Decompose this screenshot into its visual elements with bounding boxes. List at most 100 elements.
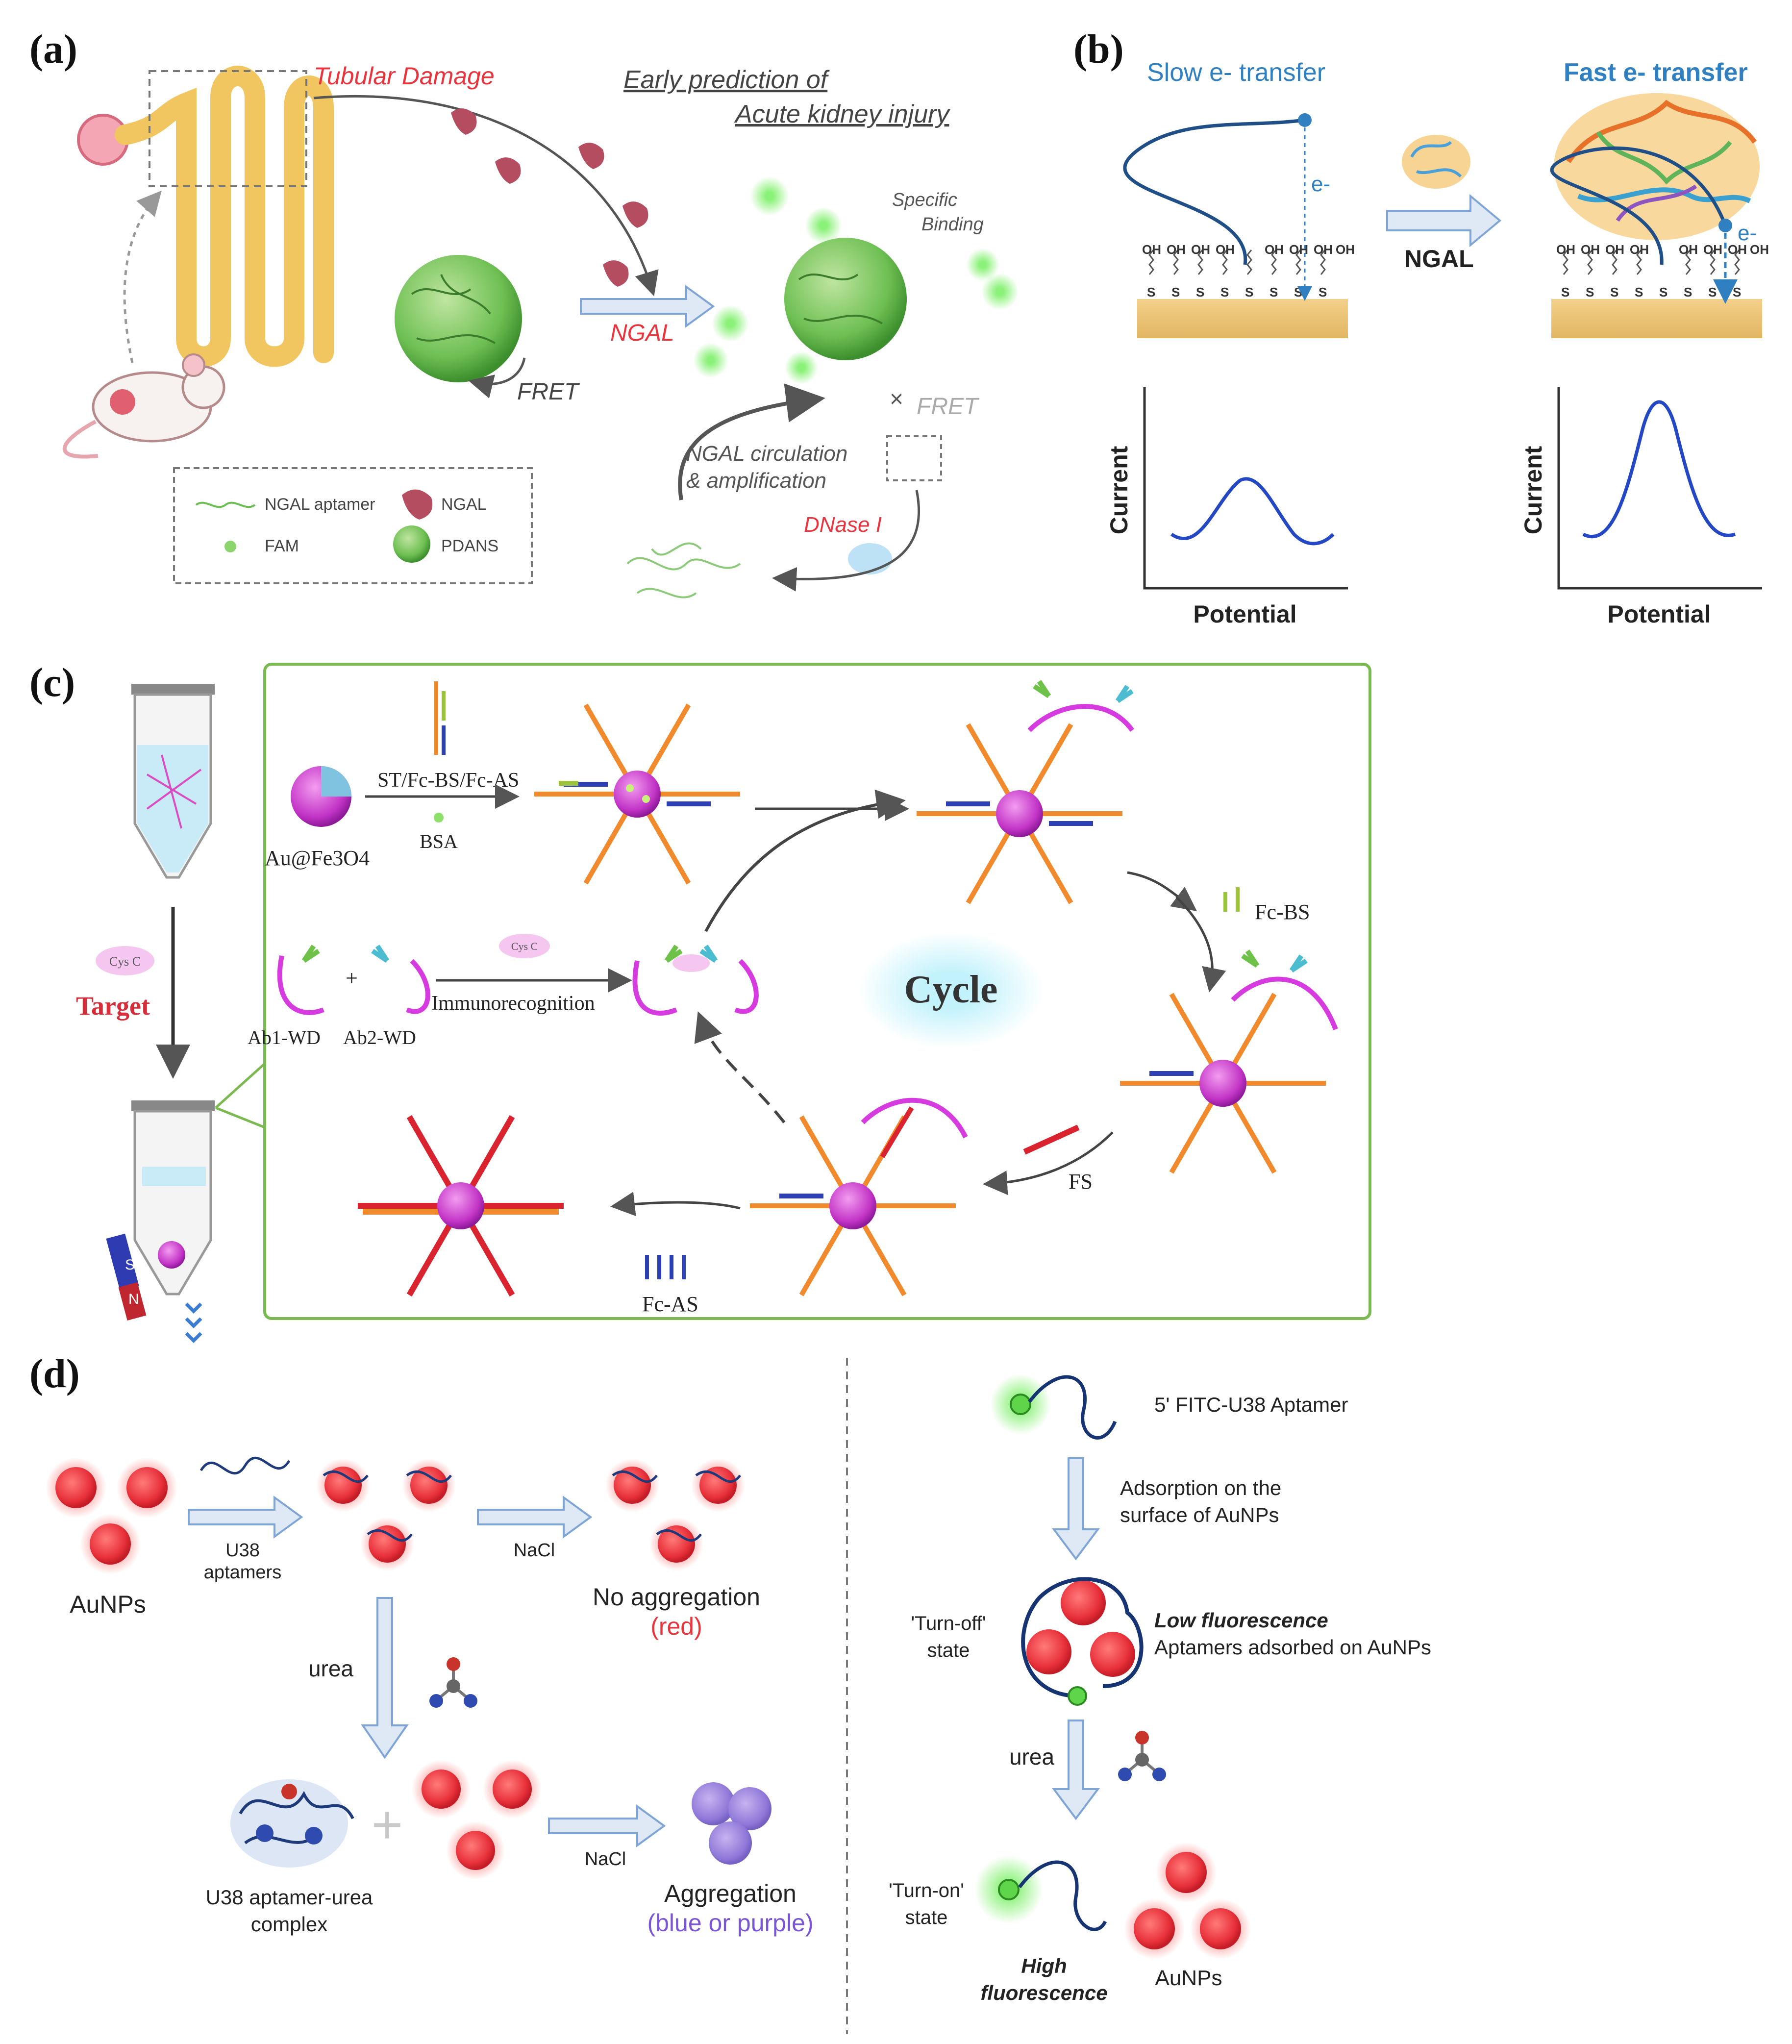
dnase-arrow <box>772 490 921 592</box>
svg-text:OH: OH <box>1581 242 1600 257</box>
svg-text:OH: OH <box>1679 242 1698 257</box>
release-fcas-arrow <box>610 1192 741 1216</box>
turnoff-line1: 'Turn-off' <box>911 1613 986 1634</box>
potential-axis-left: Potential <box>1193 600 1296 628</box>
nacl-arrow-1 <box>477 1496 593 1539</box>
coated-aunps-1 <box>316 1458 456 1571</box>
electron-label-right: e- <box>1738 221 1757 245</box>
dnase-enzyme-icon <box>848 543 892 574</box>
fs-arrow <box>983 1131 1114 1196</box>
svg-text:OH: OH <box>1314 242 1333 257</box>
panel-d-label: (d) <box>29 1351 80 1396</box>
svg-text:OH: OH <box>1336 242 1355 257</box>
cysc-icon-left <box>96 946 154 975</box>
legend-ngal-label: NGAL <box>441 495 487 514</box>
potential-axis-right: Potential <box>1607 600 1711 628</box>
complex-label-line1: U38 aptamer-urea <box>206 1886 373 1909</box>
svg-text:S: S <box>1659 285 1668 299</box>
tube-top <box>131 684 215 879</box>
fs-label: FS <box>1069 1170 1093 1194</box>
panel-a-label: (a) <box>29 26 77 72</box>
magnet-n-label: N <box>128 1291 139 1307</box>
bsa-icon <box>434 813 444 823</box>
specific-line2: Binding <box>921 214 984 235</box>
pdans-sphere-left <box>395 255 522 382</box>
electrode-left <box>1137 299 1348 338</box>
dnase-label: DNase I <box>804 513 882 537</box>
urea-label-2: urea <box>1009 1744 1054 1770</box>
aunps-cluster-1 <box>46 1457 177 1574</box>
aptamer-strand-right <box>1550 146 1727 265</box>
nephron-illustration <box>77 66 334 367</box>
ngal-protein-small <box>1402 135 1470 189</box>
svg-text:S: S <box>1586 285 1594 299</box>
free-aunps <box>412 1760 542 1880</box>
aggregated-aunps <box>692 1782 772 1865</box>
legend-pdans-label: PDANS <box>441 537 498 555</box>
plus-sign-d: + <box>372 1795 403 1855</box>
slow-transfer-title: Slow e- transfer <box>1147 58 1325 87</box>
svg-text:S: S <box>1171 285 1180 299</box>
mouse-to-kidney-arrow <box>123 190 162 363</box>
pdans-sphere-right <box>693 176 1019 384</box>
reagents-label: ST/Fc-BS/Fc-AS <box>377 769 519 792</box>
urea-arrow-2 <box>1052 1720 1100 1820</box>
svg-text:OH: OH <box>1265 242 1284 257</box>
ab1-label: Ab1-WD <box>248 1026 321 1048</box>
legend-fam-icon <box>224 541 236 552</box>
red-label: (red) <box>650 1613 702 1640</box>
fitc-label: 5' FITC-U38 Aptamer <box>1154 1393 1348 1416</box>
nanostar-1 <box>534 703 740 885</box>
release-fcbs-arrow <box>1127 871 1197 912</box>
svg-text:S: S <box>1196 285 1204 299</box>
svg-text:OH: OH <box>1728 242 1747 257</box>
aptamer-urea-complex-icon <box>230 1779 354 1868</box>
fitc-dye-icon <box>1010 1394 1031 1415</box>
current-axis-left: Current <box>1105 446 1133 534</box>
ngal-transfer-label: NGAL <box>1404 245 1474 273</box>
cycle-label: Cycle <box>904 968 997 1011</box>
st-strand-icon <box>434 681 446 755</box>
no-aggregation-label: No aggregation <box>593 1583 760 1611</box>
cysc-label-mid: Cys C <box>511 940 538 952</box>
complex-label-line2: complex <box>251 1913 327 1936</box>
fret-blocked-x: × <box>890 386 903 412</box>
ab1-icon <box>301 945 320 963</box>
sam-right <box>1563 249 1740 275</box>
adsorption-line2: surface of AuNPs <box>1120 1503 1279 1526</box>
redox-label-left <box>1298 113 1312 127</box>
high-line2: fluorescence <box>980 1981 1107 2004</box>
panel-c-label: (c) <box>29 660 75 705</box>
turnoff-line2: state <box>927 1640 970 1661</box>
svg-text:OH: OH <box>1556 242 1575 257</box>
redox-label-right <box>1718 219 1732 232</box>
early-prediction-line2: Acute kidney injury <box>734 100 950 128</box>
adsorbed-label: Aptamers adsorbed on AuNPs <box>1154 1636 1431 1659</box>
ngal-big-arrow <box>580 285 715 328</box>
ab2-icon <box>371 945 390 963</box>
svg-text:OH: OH <box>1750 242 1769 257</box>
fcas-icon <box>645 1255 686 1279</box>
voltammogram-right: Current Potential <box>1519 387 1762 628</box>
svg-text:OH: OH <box>1191 242 1210 257</box>
ngal-protein-bound <box>1554 93 1760 240</box>
fast-transfer-title: Fast e- transfer <box>1564 58 1748 87</box>
nanostar-2 <box>917 680 1135 904</box>
sandwich-complex <box>632 945 759 1016</box>
ngal-arrow-label: NGAL <box>610 320 674 346</box>
frame-callout-lines <box>215 1063 266 1129</box>
current-axis-right: Current <box>1519 446 1547 534</box>
voltammogram-left: Current Potential <box>1105 387 1348 628</box>
bsa-label: BSA <box>420 830 458 852</box>
adsorption-line1: Adsorption on the <box>1120 1476 1281 1499</box>
early-prediction-line1: Early prediction of <box>623 66 830 94</box>
legend-ngal-icon <box>402 489 433 520</box>
low-fluorescence-label: Low fluorescence <box>1154 1609 1328 1632</box>
svg-text:OH: OH <box>1142 242 1161 257</box>
urea-arrow-1 <box>361 1597 409 1759</box>
u38-label-line1: U38 <box>225 1540 260 1561</box>
